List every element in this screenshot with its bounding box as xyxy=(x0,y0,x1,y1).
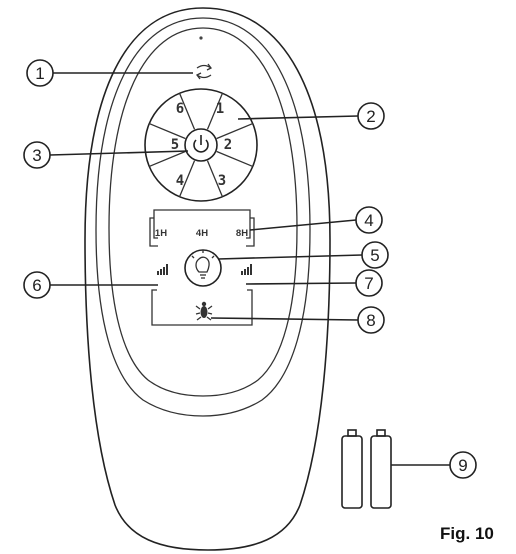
wheel-divider xyxy=(178,160,196,197)
callout-9: 9 xyxy=(449,451,477,479)
reverse-arrows-icon[interactable] xyxy=(196,63,212,80)
callout-2: 2 xyxy=(357,102,385,130)
wheel-divider xyxy=(149,150,186,168)
callout-1: 1 xyxy=(26,59,54,87)
speed-button-1[interactable]: 1 xyxy=(216,101,224,117)
timer-section: 1H 4H 8H xyxy=(149,209,255,247)
timer-8h-button[interactable]: 8H xyxy=(236,228,248,239)
timer-4h-button[interactable]: 4H xyxy=(196,228,208,239)
batteries xyxy=(341,429,392,509)
wheel-divider xyxy=(206,160,224,197)
callout-number: 3 xyxy=(32,146,41,165)
brightness-up-icon[interactable] xyxy=(241,264,252,275)
wheel-divider xyxy=(149,122,186,140)
callout-7: 7 xyxy=(355,269,383,297)
callout-number: 8 xyxy=(366,311,375,330)
speed-button-3[interactable]: 3 xyxy=(218,173,226,189)
callout-6: 6 xyxy=(23,271,51,299)
callout-5: 5 xyxy=(361,241,389,269)
callout-number: 7 xyxy=(364,274,373,293)
callout-4: 4 xyxy=(355,206,383,234)
callout-8: 8 xyxy=(357,306,385,334)
indicator-dot xyxy=(199,36,203,40)
brightness-down-icon[interactable] xyxy=(157,264,168,275)
wheel-divider xyxy=(216,122,253,140)
wheel-divider xyxy=(206,93,224,130)
wheel-divider xyxy=(216,150,253,168)
callout-3: 3 xyxy=(23,141,51,169)
timer-1h-button[interactable]: 1H xyxy=(155,228,167,239)
callout-number: 4 xyxy=(364,211,373,230)
light-button[interactable] xyxy=(184,249,222,287)
light-bulb-icon xyxy=(191,250,215,279)
light-section xyxy=(151,249,253,326)
speed-button-2[interactable]: 2 xyxy=(224,137,232,153)
callout-number: 9 xyxy=(458,456,467,475)
callout-number: 5 xyxy=(370,246,379,265)
callout-number: 1 xyxy=(35,64,44,83)
leader-lines xyxy=(49,72,450,466)
insect-icon[interactable] xyxy=(195,301,213,321)
speed-button-4[interactable]: 4 xyxy=(176,173,184,189)
wheel-divider xyxy=(178,93,196,130)
power-icon[interactable] xyxy=(193,135,209,153)
speed-button-5[interactable]: 5 xyxy=(171,137,179,153)
figure-caption: Fig. 10 xyxy=(440,524,494,543)
callout-number: 2 xyxy=(366,107,375,126)
speed-button-6[interactable]: 6 xyxy=(176,101,184,117)
callout-number: 6 xyxy=(32,276,41,295)
remote-body xyxy=(84,7,331,551)
speed-wheel: 1 2 3 4 5 6 xyxy=(144,88,258,202)
